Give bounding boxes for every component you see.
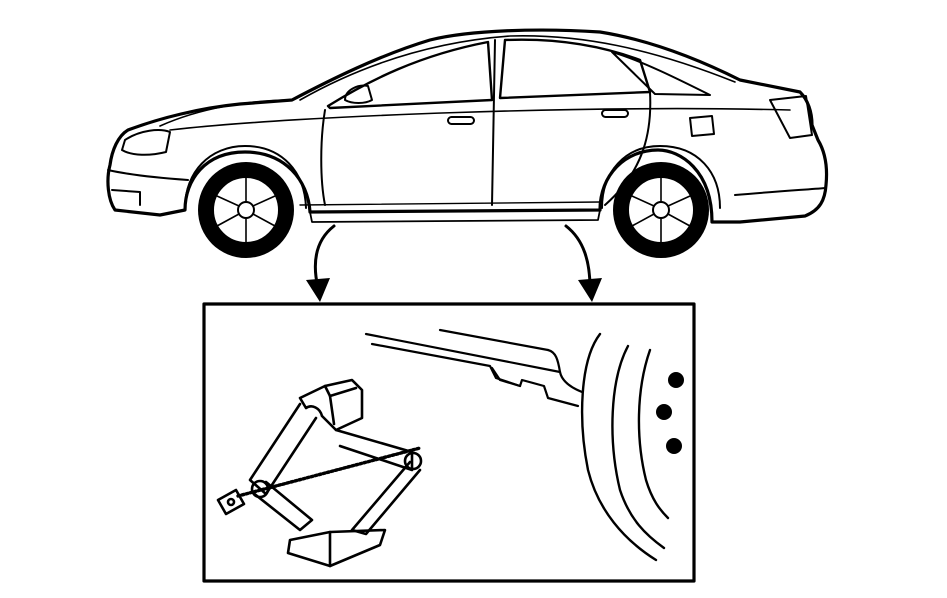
rocker-panel-notch [364,328,584,408]
detail-panel-frame [202,302,696,583]
front-jack-point-arrow [306,224,336,302]
fuel-door [689,115,715,137]
rear-wheel-arch [601,145,721,209]
jack-crank-eyelet [216,488,246,516]
jack-right-pivot [403,451,423,471]
lug-nut [656,404,672,420]
front-wheel-arch [184,145,307,209]
belt-line [169,107,791,131]
car-body-outline [106,28,829,224]
center-pillar-line [491,39,496,206]
wheel-detail [580,332,684,562]
front-bumper [107,169,189,206]
front-window [326,40,494,110]
roof-line [299,35,736,101]
lug-nut [666,438,682,454]
rocker-panel [309,209,601,223]
hood-line [159,99,293,127]
tire-inner [611,344,666,550]
headlight [121,129,171,156]
scissor-jack [216,378,423,568]
quarter-window [611,51,711,96]
front-wheel [198,162,294,258]
rear-door-handle [601,109,629,118]
lower-character-line [299,201,601,206]
rear-jack-point-arrow [564,224,602,302]
lug-nut [668,372,684,388]
tire-outer [580,332,658,562]
jack-saddle [298,378,364,432]
front-door-handle [447,116,475,125]
front-door-line [320,109,326,206]
callout-arrows [306,224,602,302]
side-mirror [344,84,373,104]
rear-wheel [613,162,709,258]
tail-light [769,95,813,139]
wheel-rim [637,348,670,520]
rear-window [498,38,652,100]
rear-bumper [734,187,827,196]
car-side-view [106,28,829,258]
